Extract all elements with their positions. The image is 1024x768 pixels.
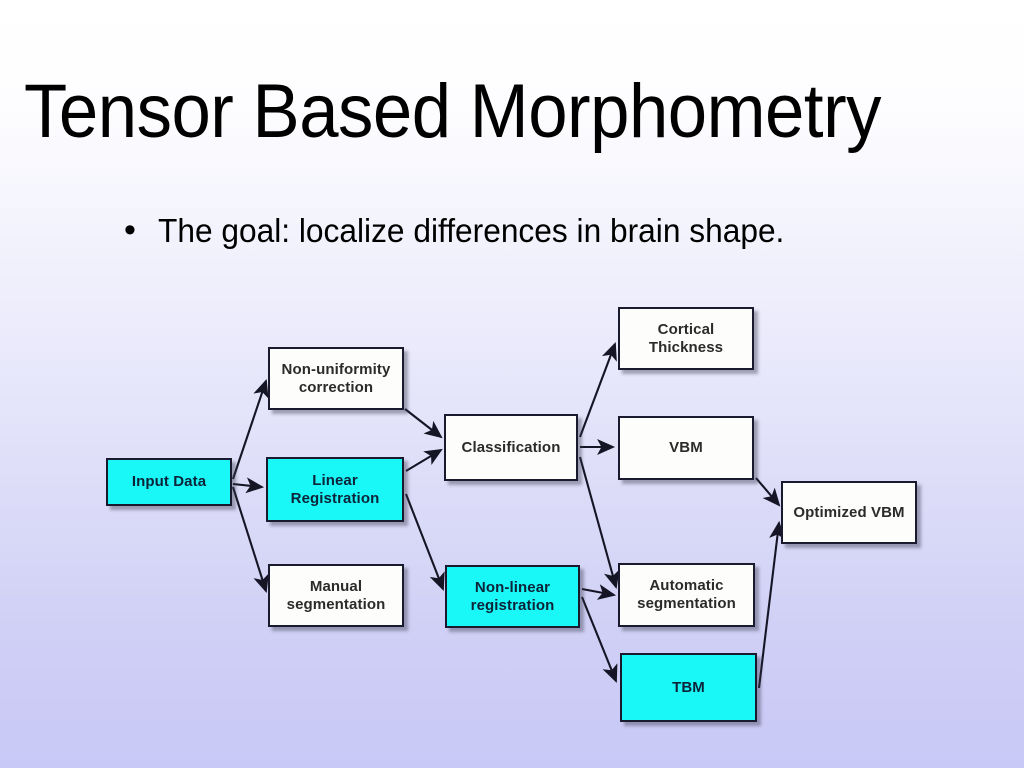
node-vbm[interactable]: VBM (618, 416, 754, 480)
node-label: Classification (461, 438, 561, 456)
edge-vbm-to-optimized (755, 477, 781, 507)
node-label: Manual segmentation (286, 577, 386, 613)
node-cortical-thickness[interactable]: Cortical Thickness (618, 307, 754, 370)
bullet-list: • The goal: localize differences in brai… (124, 208, 884, 253)
edge-input-to-nonuniformity (232, 379, 269, 480)
node-non-linear-registration[interactable]: Non-linear registration (445, 565, 580, 628)
bullet-marker-icon: • (124, 211, 136, 249)
edge-nonuniformity-to-classification (404, 408, 443, 439)
node-label: Cortical Thickness (648, 320, 724, 356)
bullet-text: The goal: localize differences in brain … (158, 212, 785, 249)
edge-linear-to-classification (405, 448, 443, 472)
node-non-uniformity-correction[interactable]: Non-uniformity correction (268, 347, 404, 410)
edge-tbm-to-optimized (757, 520, 786, 689)
node-label: VBM (669, 439, 703, 456)
node-tbm[interactable]: TBM (620, 653, 757, 722)
node-automatic-segmentation[interactable]: Automatic segmentation (618, 563, 755, 627)
node-label: Non-uniformity correction (281, 360, 391, 396)
node-label: Automatic segmentation (637, 577, 736, 612)
edge-classification-to-cortical (579, 342, 617, 438)
node-label: Non-linear registration (470, 578, 555, 614)
node-classification[interactable]: Classification (444, 414, 578, 481)
node-manual-segmentation[interactable]: Manual segmentation (268, 564, 404, 627)
node-linear-registration[interactable]: Linear Registration (266, 457, 404, 522)
edge-input-to-linear (232, 477, 265, 494)
node-input-data[interactable]: Input Data (106, 458, 232, 506)
edge-nonlinear-to-tbm (581, 596, 618, 683)
edge-classification-to-automatic (578, 456, 620, 590)
edge-input-to-manual (231, 486, 269, 594)
node-label: TBM (672, 678, 705, 696)
list-item: • The goal: localize differences in brai… (124, 208, 884, 253)
node-optimized-vbm[interactable]: Optimized VBM (781, 481, 917, 544)
edge-nonlinear-to-automatic (581, 584, 617, 600)
node-label: Input Data (131, 473, 207, 490)
edge-linear-to-nonlinear (405, 493, 445, 591)
page-title: Tensor Based Morphometry (24, 69, 882, 154)
node-label: Optimized VBM (793, 503, 905, 521)
node-label: Linear Registration (290, 471, 380, 507)
